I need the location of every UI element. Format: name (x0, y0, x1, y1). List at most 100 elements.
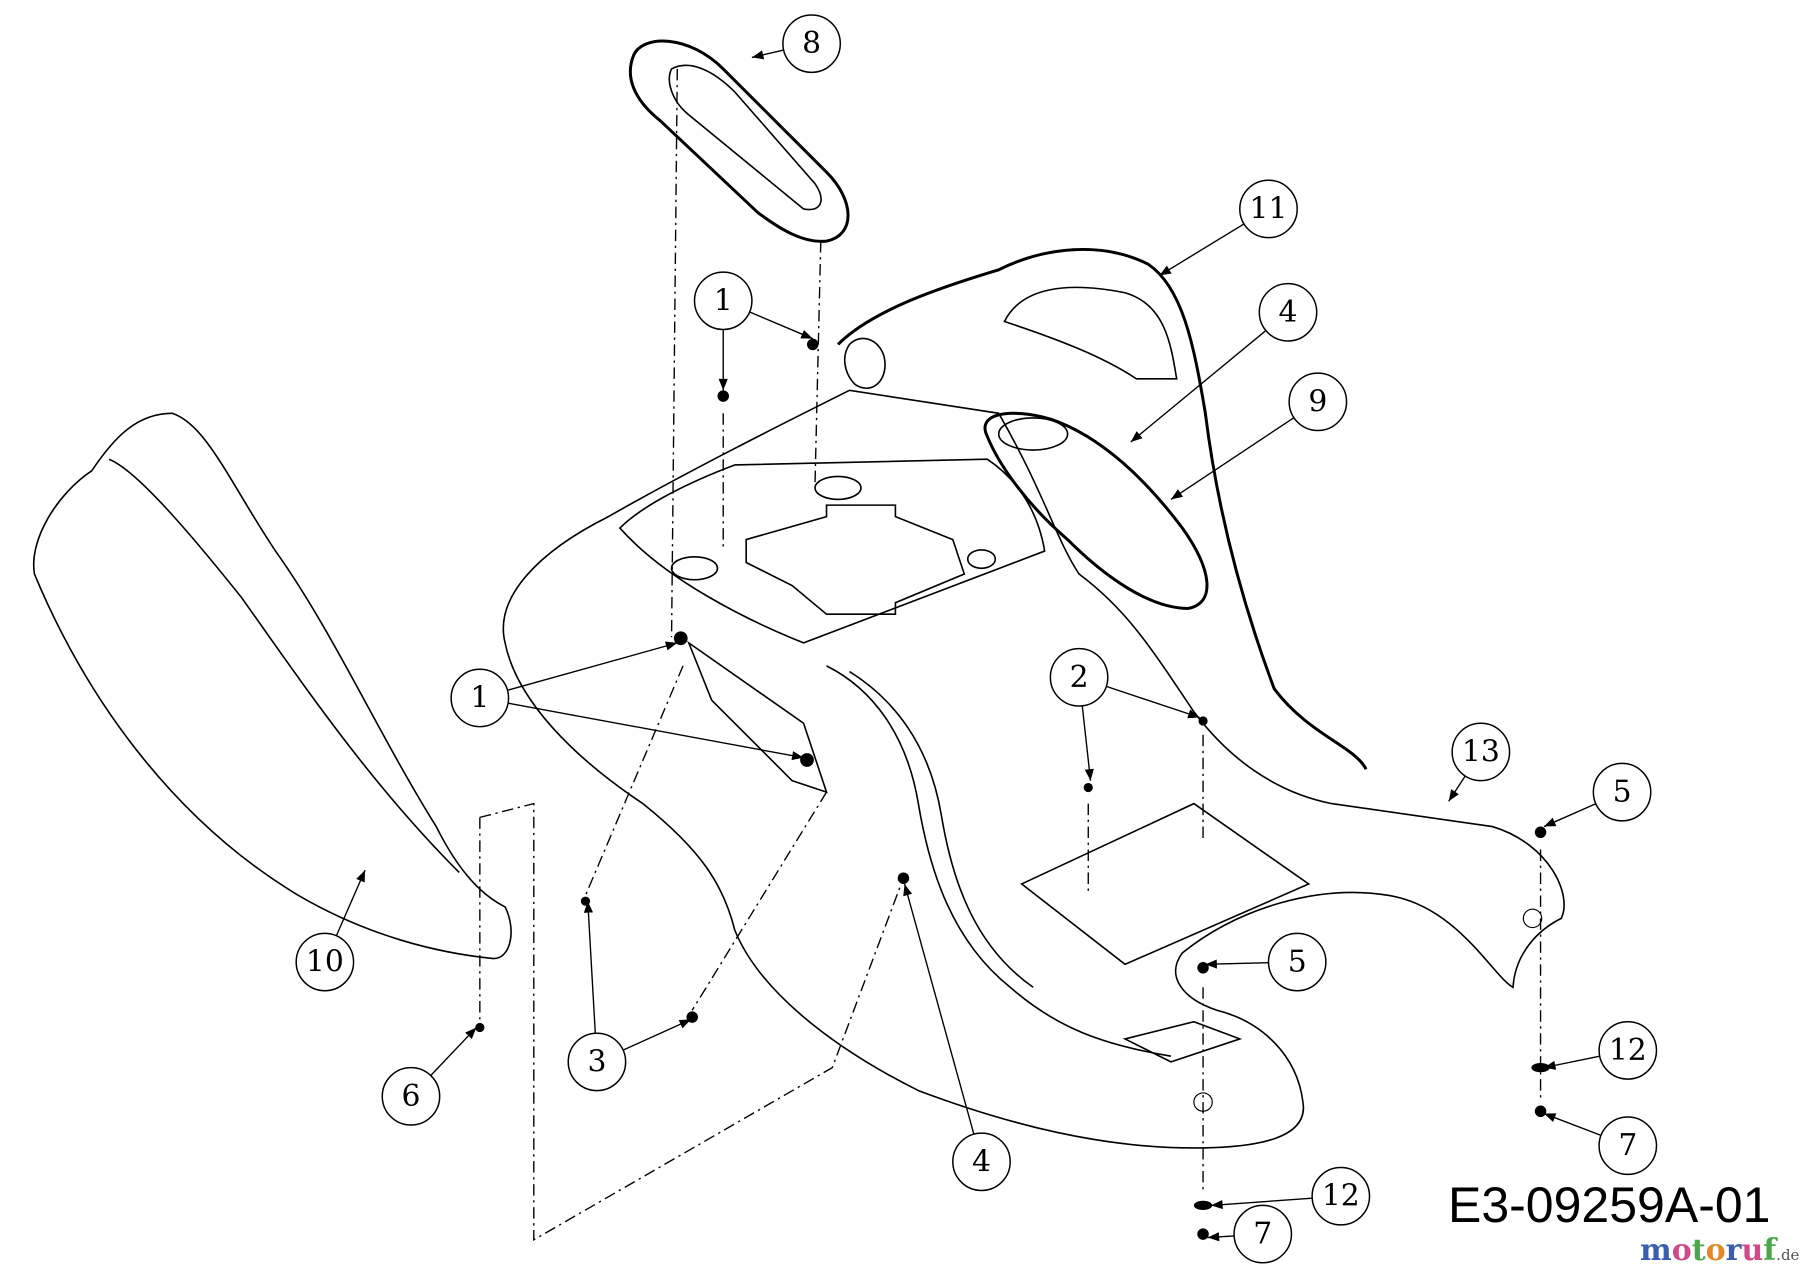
leader-line (903, 883, 975, 1135)
callout-number: 8 (802, 26, 821, 61)
callout-9: 9 (1170, 372, 1348, 500)
callout-number: 13 (1462, 734, 1500, 769)
leader-line (1130, 330, 1267, 443)
callout-number: 7 (1618, 1128, 1637, 1163)
callout-1: 1 (450, 641, 804, 761)
callout-bubble (1267, 932, 1327, 992)
callout-number: 9 (1308, 384, 1327, 419)
arrowhead (1211, 1199, 1223, 1210)
callout-bubble (1239, 179, 1298, 239)
watermark-letter: o (1671, 1233, 1692, 1268)
callout-10: 10 (295, 869, 366, 992)
callout-bubble (1598, 1116, 1658, 1176)
callout-bubble (1233, 1204, 1293, 1264)
callout-number: 5 (1613, 775, 1632, 810)
drawing-number: E3-09259A-01 (1448, 1177, 1771, 1233)
callout-number: 11 (1250, 191, 1288, 226)
callout-bubble (693, 271, 753, 331)
callout-number: 5 (1288, 945, 1307, 980)
arrowhead (1205, 959, 1217, 969)
leader-line (1211, 1197, 1313, 1207)
callout-bubble (1049, 647, 1109, 707)
part-right-fender (836, 247, 1368, 770)
callout-bubble (567, 1032, 627, 1092)
watermark-text: motoruf (1640, 1233, 1776, 1268)
arrowhead (791, 751, 804, 761)
leader-line (507, 642, 678, 691)
callout-bubble (1311, 1166, 1371, 1226)
arrowhead (678, 1019, 692, 1029)
arrowhead (665, 641, 678, 651)
arrowhead (751, 50, 765, 60)
arrowhead (1130, 431, 1143, 442)
callout-bubble (381, 1066, 441, 1126)
callout-1: 1 (693, 271, 814, 391)
leader-line (1081, 705, 1092, 781)
callout-11: 11 (1159, 179, 1298, 277)
watermark-logo: motoruf.de (1640, 1234, 1799, 1272)
arrowhead (718, 378, 728, 391)
leader-line (587, 901, 596, 1034)
watermark-letter: t (1691, 1233, 1706, 1268)
callout-5: 5 (1205, 932, 1327, 992)
callout-number: 3 (587, 1044, 606, 1079)
callout-bubble (1288, 372, 1348, 432)
watermark-suffix: .de (1776, 1246, 1800, 1264)
watermark-letter: r (1725, 1233, 1742, 1268)
fasteners (475, 338, 1550, 1240)
callout-bubble (1592, 762, 1652, 822)
callout-7: 7 (1207, 1204, 1293, 1264)
callout-5: 5 (1543, 762, 1652, 828)
callout-number: 1 (470, 680, 489, 715)
arrowhead (465, 1027, 477, 1039)
watermark-letter: o (1705, 1233, 1726, 1268)
leader-line (1170, 417, 1295, 500)
callout-bubble (782, 14, 842, 74)
callout-8: 8 (751, 14, 842, 74)
arrowhead (800, 329, 813, 339)
callout-number: 4 (1279, 295, 1298, 330)
watermark-letter: u (1741, 1233, 1764, 1268)
arrowhead (1544, 1060, 1557, 1070)
arrowhead (1170, 489, 1184, 500)
arrowhead (583, 901, 593, 913)
callout-number: 12 (1609, 1033, 1647, 1068)
part-armrest-cover-right (983, 411, 1209, 610)
arrowhead (903, 883, 913, 897)
callout-13: 13 (1448, 722, 1511, 802)
callout-bubble (1598, 1020, 1658, 1080)
callout-number: 12 (1322, 1179, 1360, 1214)
arrowhead (1187, 709, 1200, 719)
arrowhead (1544, 817, 1557, 827)
callout-bubble (295, 932, 355, 992)
arrowhead (1084, 768, 1094, 781)
arrowhead (356, 870, 366, 883)
callout-bubble (1451, 722, 1511, 782)
callout-3: 3 (567, 901, 692, 1092)
callout-number: 7 (1253, 1217, 1272, 1252)
callout-number: 1 (714, 283, 733, 318)
assembly-lines (479, 68, 1542, 1242)
leader-line (335, 869, 366, 937)
callout-number: 6 (401, 1079, 420, 1114)
callout-number: 4 (972, 1144, 991, 1179)
callout-7: 7 (1543, 1112, 1658, 1176)
callout-number: 2 (1070, 660, 1089, 695)
callout-bubble (952, 1132, 1011, 1192)
leader-line (622, 1018, 692, 1051)
leader-line (1106, 685, 1200, 719)
callout-2: 2 (1049, 647, 1200, 781)
callout-4: 4 (1130, 282, 1318, 443)
callout-6: 6 (381, 1026, 477, 1126)
part-armrest-cover-left (628, 39, 850, 243)
leader-line (1159, 223, 1245, 277)
arrowhead (1207, 1232, 1220, 1242)
arrowhead (1544, 1113, 1557, 1122)
part-body-frame (502, 389, 1565, 1149)
part-left-fender (32, 412, 512, 960)
part-mounting-plate (687, 640, 828, 794)
watermark-letter: m (1640, 1233, 1672, 1268)
callout-12: 12 (1211, 1166, 1371, 1226)
